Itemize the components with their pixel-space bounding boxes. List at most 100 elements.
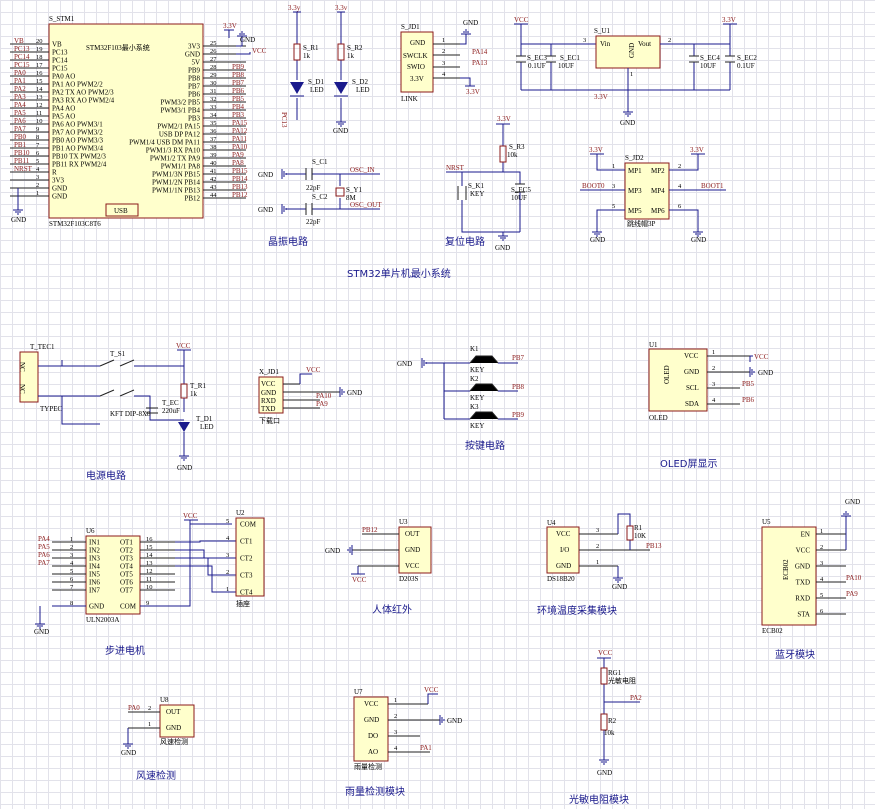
uart-pins <box>283 383 340 409</box>
rain-n1: 1 <box>394 697 397 704</box>
uart-p3: RXD <box>261 397 276 405</box>
temp-resistor <box>626 525 634 541</box>
uln-in-label: IN2 <box>89 547 100 555</box>
uln-in-num: 2 <box>70 544 73 551</box>
reg-ref: S_U1 <box>594 27 610 35</box>
key2-net: PB8 <box>512 383 525 391</box>
keys-wires <box>426 362 518 420</box>
bt-body <box>761 526 817 626</box>
mcu-ref: S_STM1 <box>49 15 75 23</box>
boot-boot0: BOOT0 <box>582 182 605 190</box>
temp-n3: 3 <box>596 527 599 534</box>
uln-out-num: 12 <box>146 568 153 575</box>
uln-in-label: IN3 <box>89 555 100 563</box>
swd-n1: 1 <box>442 37 445 44</box>
oled-p1: VCC <box>684 352 699 360</box>
reg-c2-ref: S_EC1 <box>560 54 580 62</box>
rst-k-ref: S_K1 <box>468 182 484 190</box>
mcu-right-pin-net: PA9 <box>232 151 244 159</box>
oled-module: U1 OLED VCC GND SCL SDA 1 2 3 4 VCC GND … <box>648 341 773 422</box>
mcu-left-pin-num: 6 <box>36 150 40 157</box>
uln-out-num: 9 <box>146 600 149 607</box>
pwr-switch-contacts <box>99 359 135 397</box>
rst-nrst: NRST <box>446 164 465 172</box>
led2-wire <box>337 11 345 122</box>
ldr-r: R2 <box>608 717 617 725</box>
boot-mp5: MP5 <box>628 207 642 215</box>
rain-n4: 4 <box>394 745 398 752</box>
socket-pin-label: CT4 <box>240 589 253 597</box>
boot-n5: 5 <box>612 203 615 210</box>
mcu-left-pin-label: PA3 RX AO PWM2/4 <box>52 97 115 105</box>
mcu-right-pin-label: PWM1/1N PB13 <box>152 187 201 195</box>
pir-ref: U3 <box>399 518 408 526</box>
pwr-tec: T_TEC1 <box>30 343 55 351</box>
mcu-usb: USB <box>114 207 128 215</box>
mcu-left-pin-num: 17 <box>36 62 43 69</box>
rain-p2: GND <box>364 716 379 724</box>
mcu-right-pin-label: PWM1/3N PB15 <box>152 171 201 179</box>
mcu-left-pin-num: 18 <box>36 54 43 61</box>
rain-ref: U7 <box>354 688 363 696</box>
uln-in-num: 5 <box>70 568 73 575</box>
swd-pin2: SWCLK <box>403 52 428 60</box>
uln-out-num: 16 <box>146 536 153 543</box>
oled-n4: 4 <box>712 397 716 404</box>
uart-name: 下载口 <box>259 416 280 425</box>
bt-pin-num: 5 <box>820 592 823 599</box>
title-ldr: 光敏电阻模块 <box>569 793 629 806</box>
pir-vcc-wire <box>351 566 365 575</box>
mcu-right-pin-label: USB DP PA12 <box>159 131 201 139</box>
mcu-right-pin-label: PB3 <box>188 115 201 123</box>
mcu-right-pin-num: 26 <box>210 48 217 55</box>
title-mcu: STM32单片机最小系统 <box>347 267 451 280</box>
boot-mp6: MP6 <box>651 207 665 215</box>
mcu-left-pin-net: PB0 <box>14 133 27 141</box>
pwr-nc1: NC <box>18 362 26 372</box>
mcu-right-pin-num: 39 <box>210 152 217 159</box>
uln-in-num: 6 <box>70 576 74 583</box>
boot-body <box>624 162 670 220</box>
uln-vcc: VCC <box>183 512 198 520</box>
pir-p1: OUT <box>405 530 420 538</box>
mcu-right-pin-label: PWM1/3 RX PA10 <box>146 147 201 155</box>
swd-v-label: 3.3V <box>466 88 480 96</box>
boot-mp2: MP2 <box>651 167 665 175</box>
mcu-vcc-wire <box>236 52 251 55</box>
led2-r-ref: S_R2 <box>347 44 363 52</box>
mcu-right-pin-num: 41 <box>210 168 217 175</box>
mcu-right-pin-net: PB14 <box>232 175 248 183</box>
uln-body <box>85 535 141 615</box>
oled-net2: PB6 <box>742 396 755 404</box>
uln-out-num: 15 <box>146 544 153 551</box>
key-circuit: GND K1 KEY PB7 K2 KEY PB8 K3 KEY PB9 <box>397 345 525 430</box>
rst-wires <box>446 123 521 236</box>
ldr-resistor <box>600 713 608 731</box>
mcu-right-pin-net: PB7 <box>232 79 245 87</box>
mcu-left-pin-label: PC14 <box>52 57 68 65</box>
rst-r-val: 10k <box>507 151 518 159</box>
mcu-left-pin-label: PA0 AO <box>52 73 75 81</box>
swd-connector: S_JD1 GND SWCLK SWIO 3.3V LINK 1 2 3 4 G… <box>400 19 488 103</box>
bt-name: ECB02 <box>762 627 783 635</box>
ldr-rv: 10k <box>604 729 615 737</box>
bt-net2: PA9 <box>846 590 858 598</box>
mcu-right-pin-label: PWM1/4 USB DM PA11 <box>129 139 200 147</box>
uln-com-wire <box>140 519 232 607</box>
mcu-right-pin-num: 33 <box>210 104 217 111</box>
mcu-left-pin-net: NRST <box>14 165 33 173</box>
mcu-part: STM32F103C8T6 <box>49 220 101 228</box>
mcu-right-pin-num: 38 <box>210 144 217 151</box>
led2-gnd-label: GND <box>333 127 348 135</box>
uln-out-label: OT1 <box>120 539 133 547</box>
led1-wire <box>293 11 301 120</box>
oled-p3: SCL <box>686 384 699 392</box>
temp-body <box>546 526 580 574</box>
mcu-right-pin-label: PB6 <box>188 91 201 99</box>
key2-ref: K2 <box>470 375 479 383</box>
uln-out-num: 11 <box>146 576 152 583</box>
stm32-module: S_STM1 STM32F103最小系统 STM32F103C8T6 USB V… <box>10 15 267 228</box>
uln-net-label: PA5 <box>38 543 50 551</box>
